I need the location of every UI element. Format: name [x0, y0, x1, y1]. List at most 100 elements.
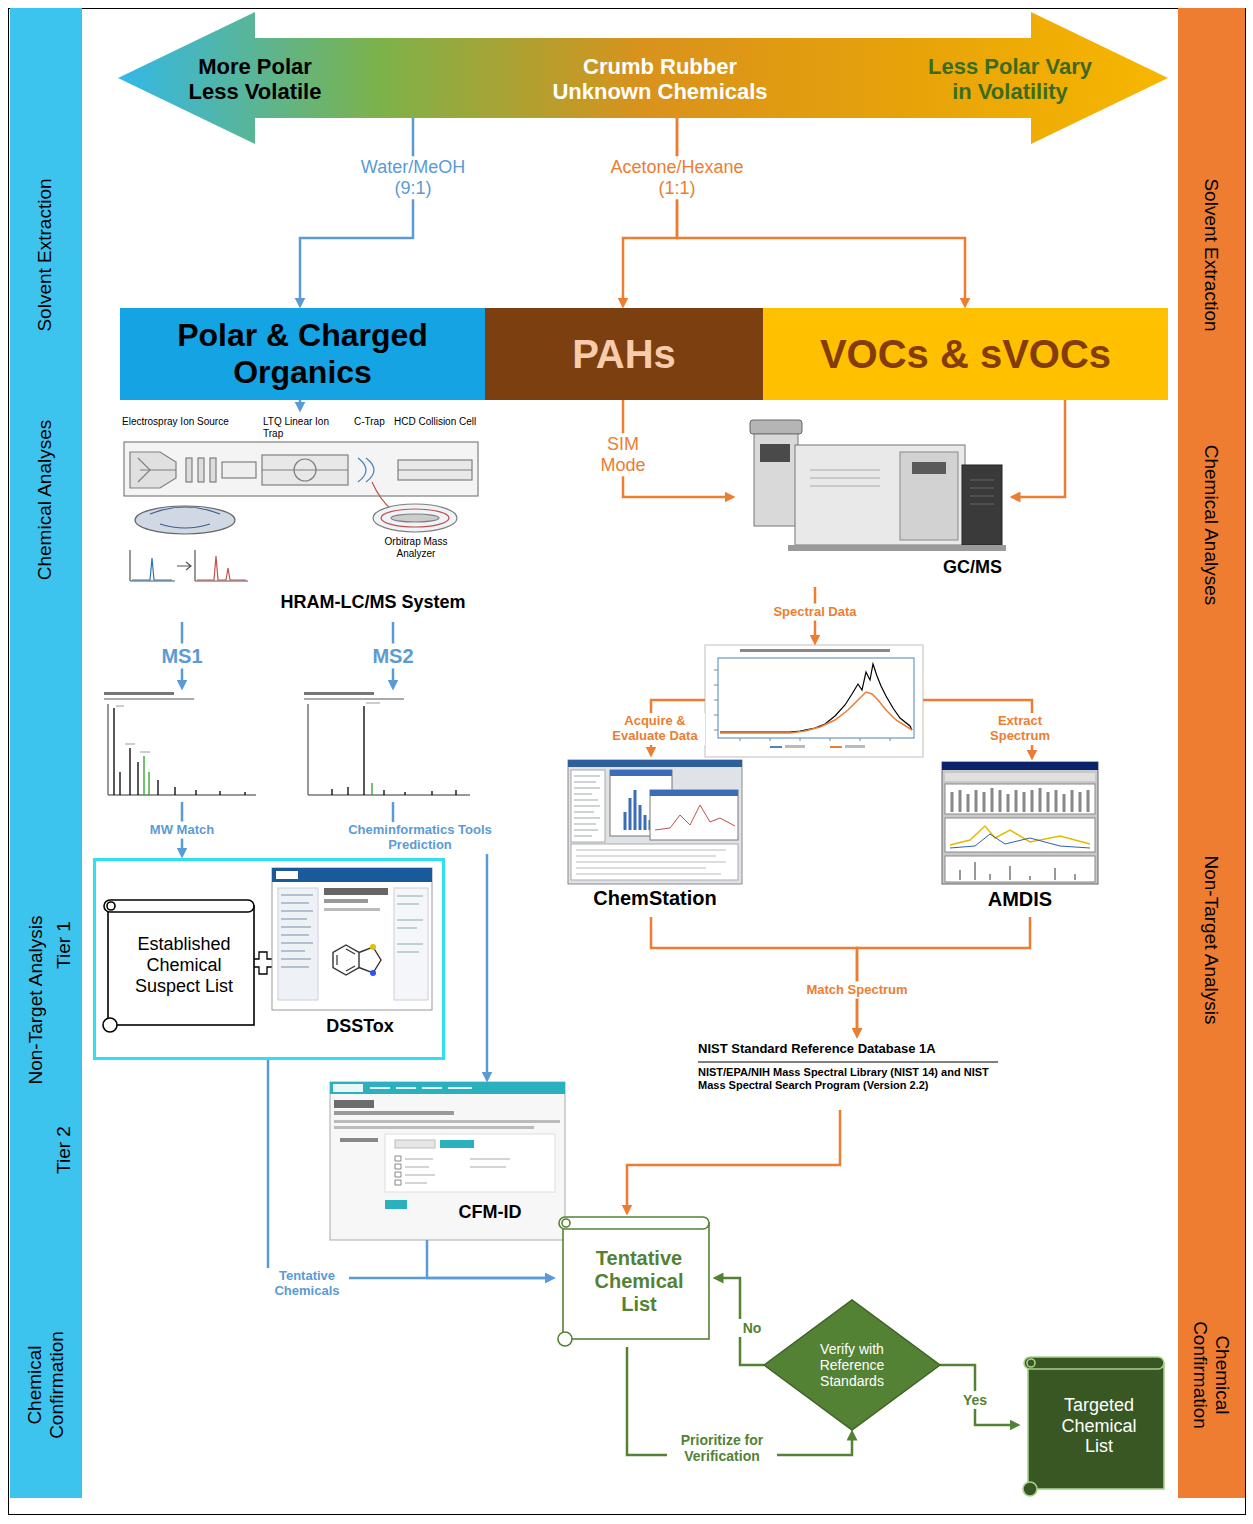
connector [718, 1278, 764, 1365]
cfmid-screenshot [334, 1100, 374, 1108]
cfmid-screenshot [333, 1084, 363, 1092]
amdis-screenshot [945, 856, 1095, 882]
ms2-spectrum [300, 690, 472, 802]
scroll-shape [563, 1223, 709, 1339]
edge-label: Spectral Data [755, 604, 875, 621]
node-text: Orbitrap Mass Analyzer [380, 536, 452, 559]
category-box: PAHs [485, 308, 763, 400]
lcms-schematic [398, 469, 472, 470]
lcms-schematic [391, 514, 439, 522]
ms2-spectrum-drawing [308, 704, 470, 795]
chromatogram [705, 645, 923, 757]
dsstox-screenshot [370, 944, 376, 950]
amdis-screenshot [950, 834, 1090, 848]
software-screenshot: CFM-ID [330, 1082, 565, 1240]
scroll-shape [103, 1018, 117, 1032]
decision-diamond: Verify with Reference Standards [764, 1300, 940, 1430]
lcms-schematic [198, 458, 204, 482]
cfmid-screenshot [334, 1111, 454, 1115]
gcms-instrument-drawing [795, 445, 965, 545]
spectral-library: NIST Standard Reference Database 1ANIST/… [698, 1038, 998, 1110]
amdis-screenshot [950, 826, 1090, 845]
diamond-shape [764, 1300, 940, 1430]
gcms-instrument-drawing [810, 470, 880, 486]
amdis-screenshot [942, 762, 1098, 884]
node-text: Verify with Reference Standards [806, 1341, 898, 1389]
lcms-schematic [150, 507, 220, 514]
amdis-screenshot [952, 788, 1088, 812]
plus-symbol [252, 952, 274, 974]
stage-band: Solvent ExtractionChemical AnalysesNon-T… [10, 8, 82, 1498]
gcms-instrument-drawing [754, 434, 798, 526]
edge-label: SIM Mode [593, 433, 653, 476]
ms1-spectrum-drawing [116, 706, 150, 752]
ms2-spectrum-drawing [332, 706, 456, 795]
chemstation-screenshot [625, 790, 650, 830]
scroll-shape [1023, 1357, 1164, 1496]
node-text: Electrospray Ion Source [122, 416, 247, 428]
chemstation-screenshot [576, 850, 726, 874]
cfmid-screenshot [334, 1126, 534, 1129]
lcms-schematic [358, 458, 374, 482]
scroll-shape [108, 906, 254, 1025]
dsstox-screenshot [281, 895, 313, 967]
edge-label: MW Match [137, 822, 227, 839]
connector [1015, 400, 1065, 497]
lcms-schematic [262, 455, 348, 485]
cfmid-screenshot [405, 1159, 510, 1183]
edge-label: No [735, 1319, 769, 1337]
dsstox-screenshot [324, 908, 380, 911]
scroll-shape [1027, 1359, 1035, 1367]
amdis-screenshot [942, 762, 1098, 884]
cfmid-screenshot [340, 1138, 378, 1142]
chromatogram-drawing [705, 645, 923, 757]
stage-band: Solvent ExtractionChemical AnalysesNon-T… [1178, 8, 1245, 1498]
scroll-shape [562, 1219, 570, 1227]
lcms-instrument: Electrospray Ion SourceLTQ Linear Ion Tr… [118, 412, 480, 622]
lcms-schematic [372, 482, 392, 510]
gcms-instrument: GC/MS [735, 415, 1010, 587]
dsstox-screenshot [324, 888, 388, 895]
node-text: PAHs [504, 331, 744, 377]
ms1-spectrum [100, 690, 258, 802]
node-text: Chemical Analyses [1200, 415, 1222, 635]
edge-label: Acetone/Hexane (1:1) [602, 156, 752, 199]
targeted-list-scroll: Targeted Chemical List [1020, 1355, 1168, 1497]
connector [814, 587, 817, 640]
node-text: Crumb Rubber Unknown Chemicals [540, 54, 780, 105]
lcms-schematic [132, 558, 172, 580]
lcms-schematic [130, 452, 176, 488]
scroll-shape [1028, 1363, 1164, 1489]
cfmid-screenshot [385, 1134, 555, 1192]
lcms-schematic [373, 504, 457, 532]
edge-label: Cheminformatics Tools Prediction [333, 822, 508, 854]
node-text: Targeted Chemical List [1049, 1395, 1149, 1457]
gcms-instrument-drawing [750, 420, 1006, 551]
connector [393, 802, 487, 1077]
chromatogram-drawing [845, 745, 865, 748]
ms2-spectrum-drawing [304, 692, 374, 695]
chromatogram-drawing [740, 649, 890, 652]
connector [651, 700, 705, 752]
chemstation-screenshot [568, 760, 742, 767]
chemstation-screenshot [610, 770, 672, 776]
chromatogram-drawing [720, 664, 912, 732]
cfmid-screenshot [330, 1082, 565, 1240]
library-underline [698, 1061, 998, 1062]
ms1-spectrum-drawing [104, 698, 194, 700]
cfmid-screenshot [370, 1087, 472, 1089]
chromatogram-drawing [770, 746, 782, 748]
node-text: Tentative Chemical List [584, 1247, 694, 1316]
database-screenshot: DSSTox [270, 866, 435, 1046]
node-text: Polar & Charged Organics [153, 317, 453, 391]
amdis-screenshot [945, 818, 1095, 852]
ms2-spectrum-drawing [304, 698, 404, 700]
connector [392, 622, 395, 685]
dsstox-screenshot [370, 970, 376, 976]
node-text: VOCs & sVOCs [776, 331, 1156, 377]
scroll-shape [1024, 1357, 1164, 1369]
tentative-list-scroll: Tentative Chemical List [555, 1215, 713, 1347]
lcms-schematic [160, 524, 210, 528]
lcms-schematic [222, 462, 256, 478]
